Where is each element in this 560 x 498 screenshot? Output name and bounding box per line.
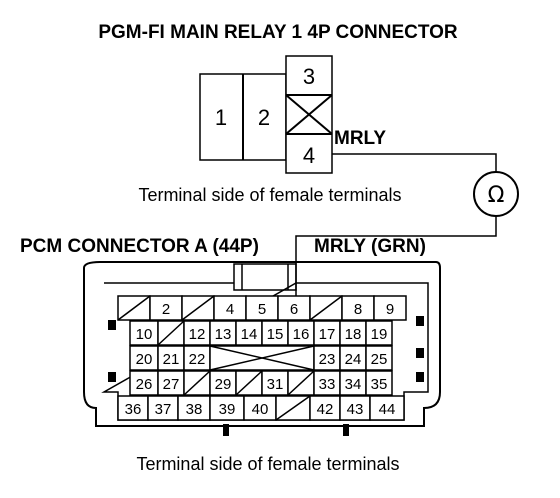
- right-key-3: [416, 372, 424, 382]
- pin-15: 15: [267, 326, 284, 343]
- pcm-row-5: 36 37 38 39 40 42 43 44: [117, 395, 405, 421]
- relay-to-meter-wire: [332, 153, 497, 172]
- pcm-row-2: 10 12 13 14 15 16 17 18 19: [129, 320, 393, 346]
- pin-6: 6: [290, 301, 298, 318]
- relay-connector-title: PGM-FI MAIN RELAY 1 4P CONNECTOR: [98, 22, 458, 43]
- pin-2: 2: [162, 301, 170, 318]
- empty-cavity-7: [309, 295, 343, 321]
- pin-36: 36: [125, 401, 142, 418]
- pin-35: 35: [371, 376, 388, 393]
- empty-cavity-41: [275, 395, 311, 421]
- pcm-connector-shell: [83, 261, 441, 427]
- pin-44: 44: [379, 401, 396, 418]
- pin-23: 23: [319, 351, 336, 368]
- pcm-connector-caption: Terminal side of female terminals: [136, 454, 399, 474]
- pin-40: 40: [252, 401, 269, 418]
- empty-cavity-3: [181, 295, 215, 321]
- empty-cavity-1: [117, 295, 151, 321]
- empty-cavity-32: [287, 370, 315, 396]
- pcm-row-1: 2 4 5 6 8 9: [117, 295, 407, 321]
- meter-to-pcm-wire: [295, 216, 497, 300]
- pin-14: 14: [241, 326, 258, 343]
- pin-37: 37: [155, 401, 172, 418]
- pin-31: 31: [267, 376, 284, 393]
- relay-pin-2: 2: [258, 105, 270, 130]
- pcm-connector-latch: [233, 263, 297, 291]
- pin-27: 27: [163, 376, 180, 393]
- pin-17: 17: [319, 326, 336, 343]
- pin-43: 43: [347, 401, 364, 418]
- pcm-signal-label: MRLY (GRN): [314, 236, 426, 257]
- pin-39: 39: [219, 401, 236, 418]
- pin-29: 29: [215, 376, 232, 393]
- relay-pin-3: 3: [303, 64, 315, 89]
- left-key-bottom: [108, 372, 116, 382]
- relay-signal-label: MRLY: [334, 128, 386, 149]
- empty-cavity-11: [157, 320, 185, 346]
- left-key-top: [108, 320, 116, 330]
- pcm-connector: 2 4 5 6 8 9 10 12 13 14: [83, 261, 441, 436]
- relay-pin-4: 4: [303, 143, 315, 168]
- pin-34: 34: [345, 376, 362, 393]
- pin-24: 24: [345, 351, 362, 368]
- pin-19: 19: [371, 326, 388, 343]
- pin-26: 26: [136, 376, 153, 393]
- empty-cavity-28: [183, 370, 211, 396]
- bottom-notch-left: [223, 424, 229, 436]
- right-key-1: [416, 316, 424, 326]
- pin-5: 5: [258, 301, 266, 318]
- pin-20: 20: [136, 351, 153, 368]
- pin-10: 10: [136, 326, 153, 343]
- empty-cavity-30: [235, 370, 263, 396]
- pin-12: 12: [189, 326, 206, 343]
- ohmmeter: Ω: [473, 171, 519, 217]
- pin-4: 4: [226, 301, 234, 318]
- pin-13: 13: [215, 326, 232, 343]
- bottom-notch-right: [343, 424, 349, 436]
- pin-22: 22: [189, 351, 206, 368]
- pcm-row-4: 26 27 29 31 33 34 35: [129, 370, 393, 396]
- pcm-row-3: 20 21 22 23 24 25: [129, 345, 393, 371]
- pin-8: 8: [354, 301, 362, 318]
- pin-16: 16: [293, 326, 310, 343]
- right-key-2: [416, 348, 424, 358]
- relay-pin-1: 1: [215, 105, 227, 130]
- pin-18: 18: [345, 326, 362, 343]
- pin-33: 33: [319, 376, 336, 393]
- pin-42: 42: [317, 401, 334, 418]
- relay-connector-caption: Terminal side of female terminals: [138, 185, 401, 205]
- pin-25: 25: [371, 351, 388, 368]
- ohm-symbol: Ω: [488, 183, 505, 208]
- pin-21: 21: [163, 351, 180, 368]
- pin-9: 9: [386, 301, 394, 318]
- pin-38: 38: [186, 401, 203, 418]
- relay-connector: 1 2 3 4: [199, 55, 333, 174]
- pcm-connector-title: PCM CONNECTOR A (44P): [20, 236, 259, 257]
